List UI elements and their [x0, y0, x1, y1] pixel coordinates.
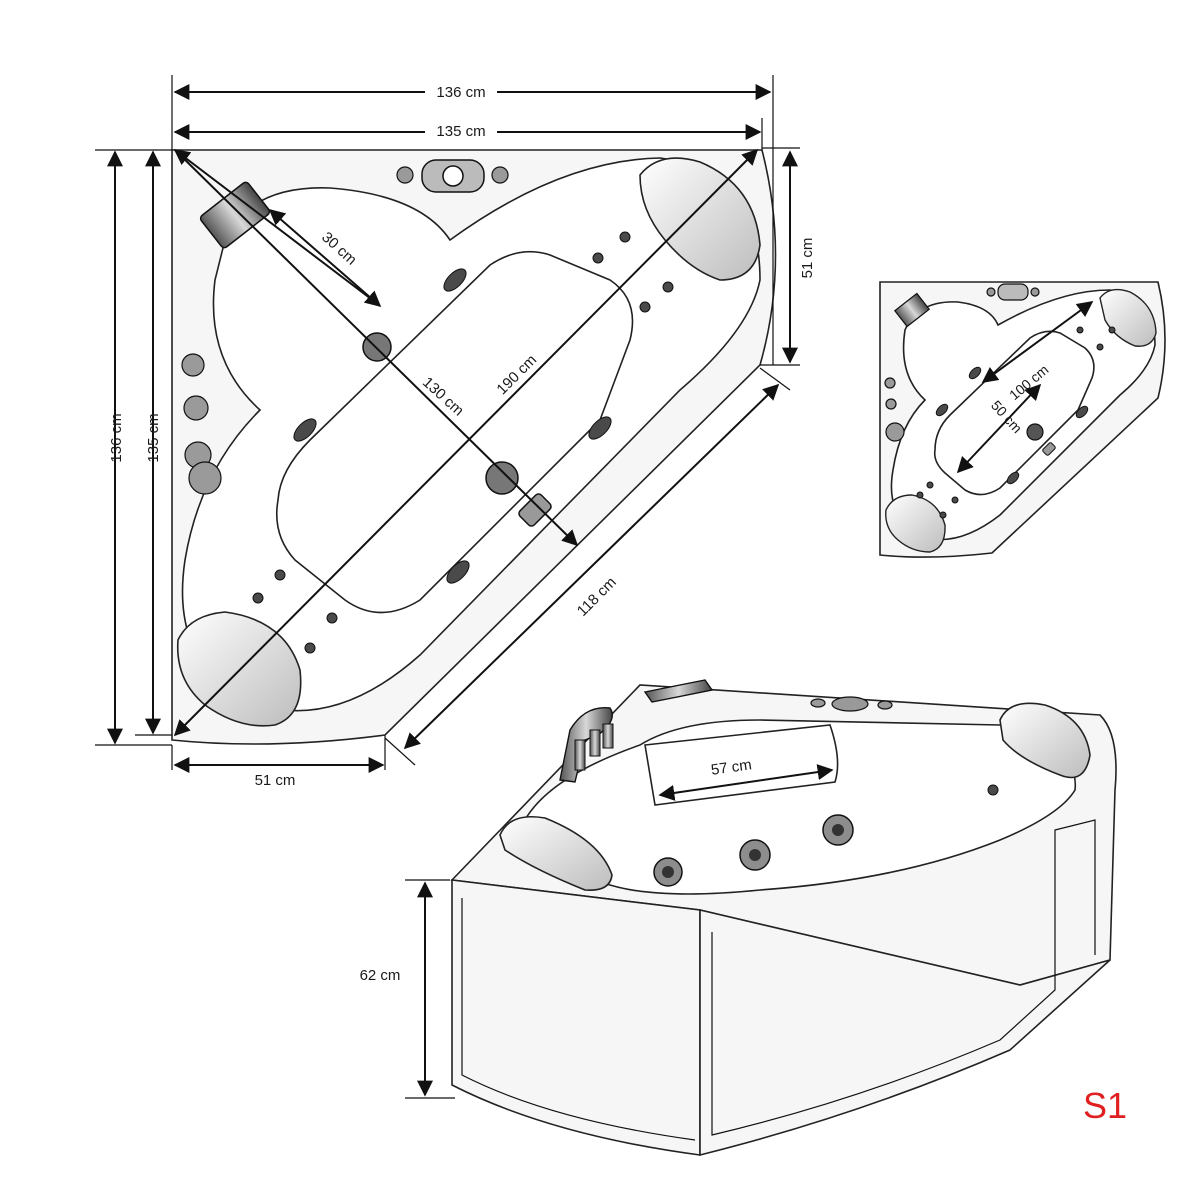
perspective-view: 57 cm 62 cm: [360, 679, 1117, 1157]
dim-top-inner-label: 135 cm: [436, 123, 485, 140]
dim-right-label: 51 cm: [799, 238, 816, 279]
handshower-icon: [188, 461, 222, 495]
jet-icon: [619, 231, 631, 243]
jet-icon: [987, 784, 999, 796]
top-view-large: 136 cm 135 cm 136 cm 135 cm 51 cm 51 cm …: [95, 75, 816, 789]
dim-bottom-label: 51 cm: [255, 772, 296, 789]
side-valve-2-icon: [183, 395, 209, 421]
jet-icon: [662, 866, 674, 878]
side-valve-1-icon: [181, 353, 205, 377]
jet-icon: [639, 301, 651, 313]
perspective-valve-icon: [602, 723, 614, 749]
jet-icon: [662, 281, 674, 293]
dim-top-outer-label: 136 cm: [436, 84, 485, 101]
jet-icon: [1076, 326, 1084, 334]
small-valve-icon: [884, 377, 896, 389]
jet-icon: [939, 511, 947, 519]
drain-icon: [485, 461, 519, 495]
perspective-knob-icon: [877, 700, 893, 710]
jet-icon: [951, 496, 959, 504]
perspective-front-skirt: [451, 879, 701, 1156]
perspective-valve-icon: [574, 739, 586, 771]
perspective-spout-icon: [643, 679, 714, 703]
small-headrest-lower: [885, 494, 946, 553]
perspective-control-panel-icon: [831, 696, 869, 712]
jet-icon: [326, 612, 338, 624]
small-knob-icon: [986, 287, 996, 297]
dim-118-label: 118 cm: [574, 574, 620, 620]
jet-icon: [926, 481, 934, 489]
perspective-valve-icon: [589, 729, 601, 757]
jet-icon: [968, 366, 982, 380]
jet-icon: [1108, 326, 1116, 334]
jet-icon: [274, 569, 286, 581]
small-drain-icon: [1026, 423, 1044, 441]
jet-icon: [1075, 405, 1089, 419]
top-view-small: 100 cm 50 cm: [879, 281, 1166, 558]
jet-icon: [252, 592, 264, 604]
jet-icon: [592, 252, 604, 264]
perspective-headrest-left: [499, 816, 613, 892]
small-handshower-icon: [885, 422, 905, 442]
dim-left-outer-label: 136 cm: [108, 413, 125, 462]
perspective-headrest-right: [999, 702, 1091, 779]
small-faucet-icon: [893, 292, 931, 328]
jet-icon: [832, 824, 844, 836]
small-control-panel-icon: [997, 283, 1029, 301]
perspective-knob-icon: [810, 698, 826, 708]
control-star-icon: [442, 165, 464, 187]
dim-height-label: 62 cm: [360, 967, 401, 984]
jet-icon: [304, 642, 316, 654]
small-air-valve-icon: [1042, 442, 1056, 456]
dim-seat-width-label: 57 cm: [710, 756, 753, 779]
perspective-panel-inset: [711, 819, 1096, 1136]
skirt-inset-left: [461, 898, 696, 1141]
control-knob-right-icon: [491, 166, 509, 184]
perspective-side-skirt: [699, 908, 1111, 1157]
jet-icon: [935, 403, 949, 417]
jet-icon: [1096, 343, 1104, 351]
small-knob-icon: [1030, 287, 1040, 297]
jet-icon: [749, 849, 761, 861]
small-valve-icon: [885, 398, 897, 410]
control-knob-left-icon: [396, 166, 414, 184]
model-code-label: S1: [1083, 1085, 1127, 1126]
dim-left-inner-label: 135 cm: [145, 413, 162, 462]
jet-icon: [916, 491, 924, 499]
